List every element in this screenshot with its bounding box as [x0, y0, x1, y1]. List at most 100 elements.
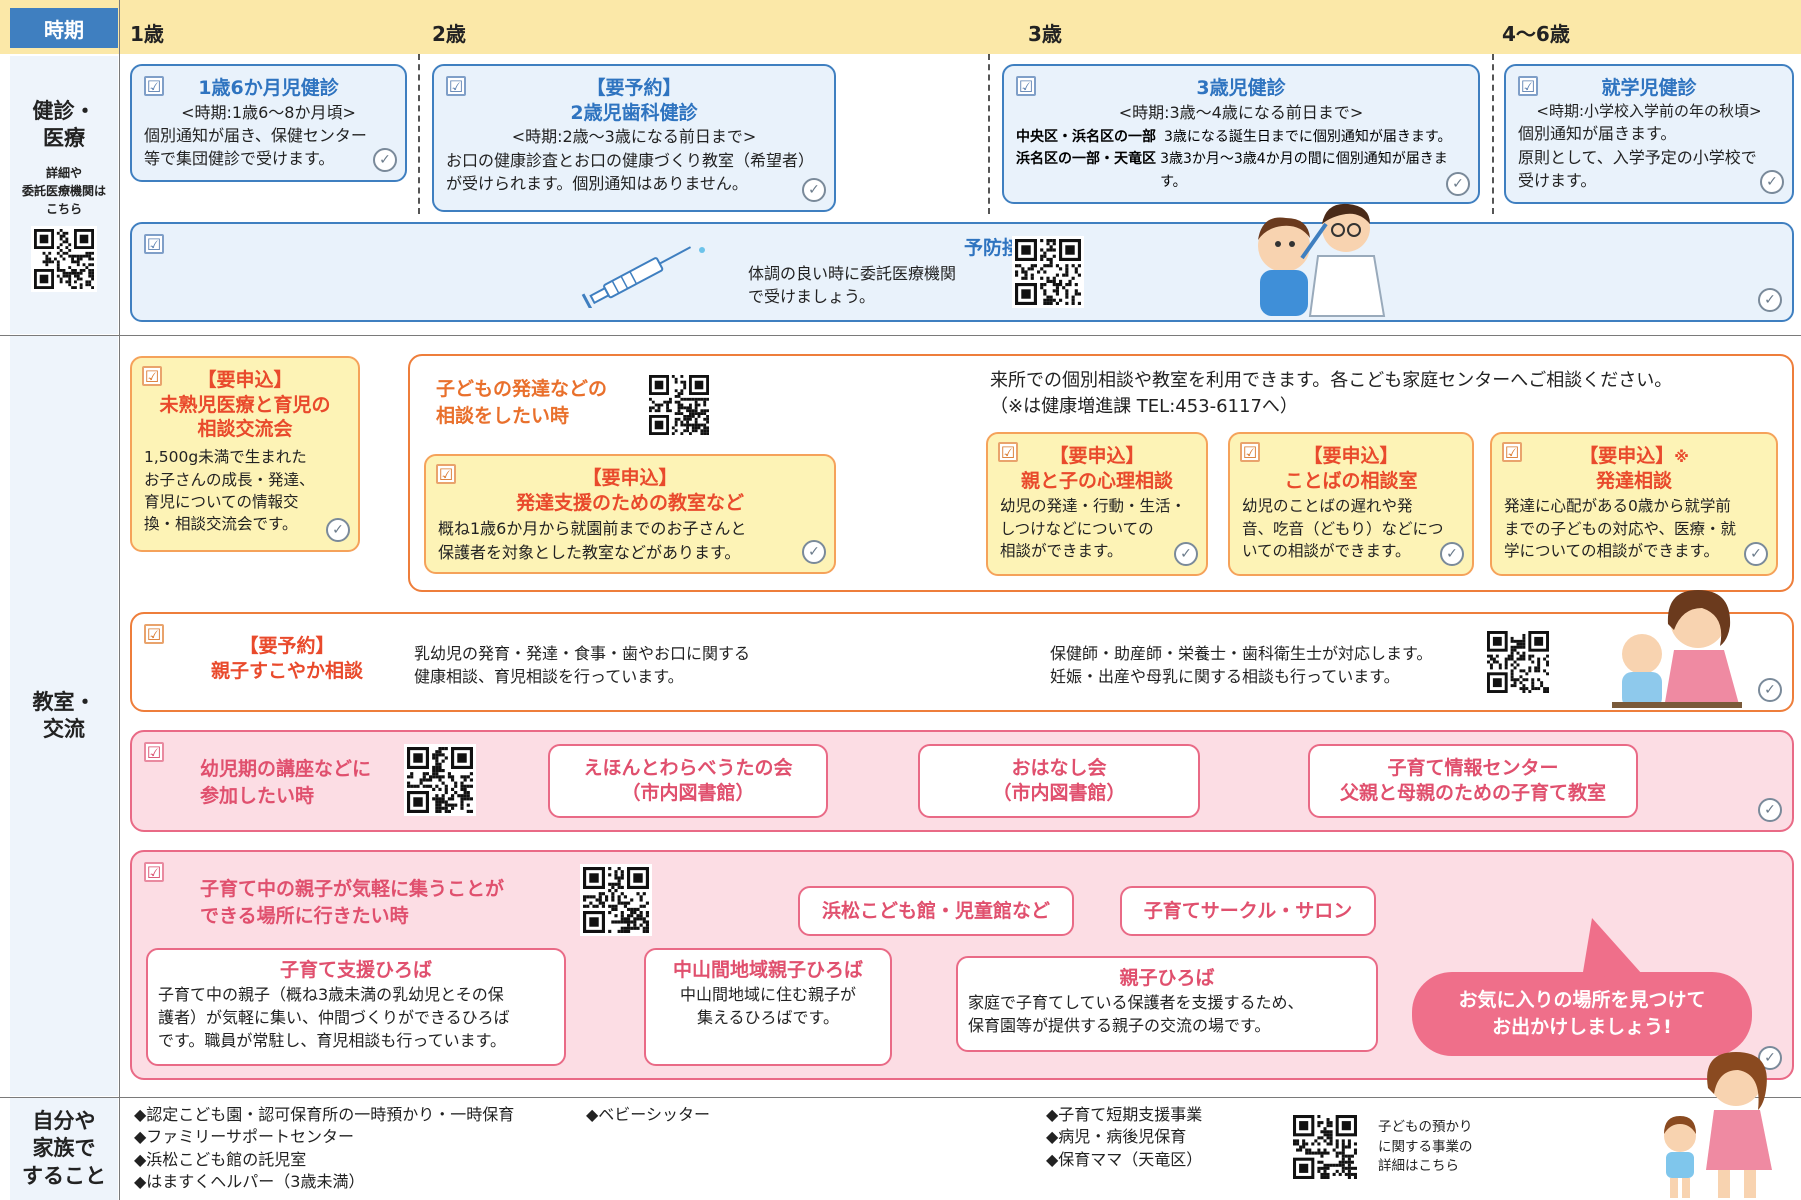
card-text-2: 音、吃音（どもり）などにつ — [1242, 519, 1444, 538]
family-list-1: ◆認定こども園・認可保育所の一時預かり・一時保育 ◆ファミリーサポートセンター … — [134, 1104, 514, 1194]
card-classes-lectures[interactable]: ☑ 幼児期の講座などに 参加したい時 えほんとわらべうたの会 （市内図書館） お… — [130, 730, 1794, 832]
card-text-1: 個別通知が届きます。 — [1518, 124, 1677, 144]
card-text-3: 育児についての情報交 — [144, 493, 299, 511]
qr-code-kenshin[interactable] — [31, 226, 97, 293]
card-3y-checkup[interactable]: ☑ 3歳児健診 <時期:3歳〜4歳になる前日まで> 中央区・浜名区の一部 3歳に… — [1002, 64, 1480, 204]
card-text-3: 相談ができます。 — [1000, 542, 1123, 561]
list-item: ◆子育て短期支援事業 — [1046, 1105, 1203, 1124]
card-text-4: 換・相談交流会です。 — [144, 515, 298, 534]
card-text: 体調の良い時に委託医療機関 で受けましょう。 — [748, 262, 1008, 308]
card-mountain-hiroba[interactable]: 中山間地域親子ひろば 中山間地域に住む親子が 集えるひろばです。 — [644, 948, 892, 1066]
checkbox-icon[interactable]: ☑ — [436, 464, 456, 484]
check-circle-icon[interactable]: ✓ — [802, 540, 826, 564]
card-text-2: までの子どもの対応や、医療・就 — [1504, 519, 1737, 538]
check-circle-icon[interactable]: ✓ — [1174, 542, 1198, 566]
card-text-2: 護者）が気軽に集い、仲間づくりができるひろば — [158, 1007, 510, 1027]
check-circle-icon[interactable]: ✓ — [1440, 542, 1464, 566]
card-speech-consultation[interactable]: ☑ 【要申込】 ことばの相談室 幼児のことばの遅れや発 音、吃音（どもり）などに… — [1228, 432, 1474, 576]
checkbox-icon[interactable]: ☑ — [998, 442, 1018, 462]
check-circle-icon[interactable]: ✓ — [1744, 542, 1768, 566]
checkbox-icon[interactable]: ☑ — [1518, 76, 1538, 96]
check-circle-icon[interactable]: ✓ — [373, 148, 397, 172]
dev-header-1: 子どもの発達などの — [436, 378, 608, 400]
parenting-info-center-1: 子育て情報センター — [1387, 757, 1559, 780]
mother-baby-illustration — [1612, 590, 1742, 708]
qr-code-icon — [583, 867, 649, 933]
card-development-consultation[interactable]: ☑ 【要申込】※ 発達相談 発達に心配がある0歳から就学前 までの子どもの対応や… — [1490, 432, 1778, 576]
card-parent-child-health[interactable]: ☑ 【要予約】 親子すこやか相談 乳幼児の発育・発達・食事・歯やお口に関する 健… — [130, 590, 1794, 712]
checkbox-icon[interactable]: ☑ — [1502, 442, 1522, 462]
card-text-3: いての相談ができます。 — [1242, 542, 1411, 561]
checkbox-icon[interactable]: ☑ — [144, 76, 164, 96]
kenshin-line2: 医療 — [43, 126, 85, 150]
picturebook-session[interactable]: えほんとわらべうたの会 （市内図書館） — [548, 744, 828, 818]
card-title-1: 未熟児医療と育児の — [159, 393, 331, 416]
qr-code-childcare[interactable] — [1290, 1112, 1360, 1182]
card-oyako-hiroba[interactable]: 親子ひろば 家庭で子育てしている保護者を支援するため、 保育園等が提供する親子の… — [956, 956, 1378, 1052]
parenting-info-center[interactable]: 子育て情報センター 父親と母親のための子育て教室 — [1308, 744, 1638, 818]
qr-code-vaccination[interactable] — [1012, 236, 1084, 308]
check-circle-icon[interactable]: ✓ — [1758, 678, 1782, 702]
card-parent-child-psychology[interactable]: ☑ 【要申込】 親と子の心理相談 幼児の発達・行動・生活・ しつけなどについての… — [986, 432, 1208, 576]
card-premature-infant-exchange[interactable]: ☑ 【要申込】 未熟児医療と育児の 相談交流会 1,500g未満で生まれた お子… — [130, 356, 360, 552]
jibun-line3: すること — [22, 1163, 106, 1188]
age-divider-4 — [1492, 54, 1494, 214]
checkbox-icon[interactable]: ☑ — [446, 76, 466, 96]
card-text-3: 受けます。 — [1518, 170, 1597, 190]
check-circle-icon[interactable]: ✓ — [802, 178, 826, 202]
card-title: ことばの相談室 — [1284, 469, 1418, 492]
dev-note: 来所での個別相談や教室を利用できます。各こども家庭センターへご相談ください。 （… — [990, 368, 1672, 420]
checkbox-icon[interactable]: ☑ — [1240, 442, 1260, 462]
places-header-1: 子育て中の親子が気軽に集うことが — [200, 878, 505, 900]
card-text-1: 体調の良い時に委託医療機関 — [748, 264, 957, 283]
childcare-qr-note-3: 詳細はこちら — [1378, 1158, 1459, 1175]
circle-salon-pill[interactable]: 子育てサークル・サロン — [1120, 886, 1376, 936]
qr-code-icon — [649, 375, 709, 435]
check-circle-icon[interactable]: ✓ — [1446, 172, 1470, 196]
storytelling-session[interactable]: おはなし会 （市内図書館） — [918, 744, 1200, 818]
storytelling-session-2: （市内図書館） — [992, 782, 1126, 804]
card-text-1: 家庭で子育てしている保護者を支援するため、 — [968, 992, 1304, 1012]
kenshin-note-2: 委託医療機関は — [21, 184, 106, 199]
checkbox-icon[interactable]: ☑ — [142, 366, 162, 386]
card-mark: ※ — [1674, 448, 1689, 466]
qr-code-lectures[interactable] — [404, 744, 476, 816]
age-2: 2歳 — [432, 22, 466, 46]
card-support-hiroba[interactable]: 子育て支援ひろば 子育て中の親子（概ね3歳未満の乳幼児とその保 護者）が気軽に集… — [146, 948, 566, 1066]
qr-code-health[interactable] — [1484, 628, 1552, 696]
qr-code-icon — [407, 747, 473, 813]
card-school-checkup[interactable]: ☑ 就学児健診 <時期:小学校入学前の年の秋頃> 個別通知が届きます。 原則とし… — [1504, 64, 1794, 204]
timeline-header — [0, 0, 1801, 54]
checkbox-icon[interactable]: ☑ — [1016, 76, 1036, 96]
card-text-2: 等で集団健診で受けます。 — [144, 149, 335, 169]
check-circle-icon[interactable]: ✓ — [326, 518, 350, 542]
card-text-2: しつけなどについての — [1000, 519, 1154, 538]
checkbox-icon[interactable]: ☑ — [144, 742, 164, 762]
kyoshitsu-line1: 教室・ — [32, 689, 96, 714]
checkbox-icon[interactable]: ☑ — [144, 624, 164, 644]
card-18m-checkup[interactable]: ☑ 1歳6か月児健診 <時期:1歳6〜8か月頃> 個別通知が届き、保健センター … — [130, 64, 407, 182]
checkbox-icon[interactable]: ☑ — [144, 862, 164, 882]
check-circle-icon[interactable]: ✓ — [1758, 288, 1782, 312]
card-text-3: 学についての相談ができます。 — [1504, 542, 1719, 561]
card-title: 親と子の心理相談 — [1020, 469, 1173, 492]
age-divider-2 — [418, 54, 420, 214]
qr-code-places[interactable] — [580, 864, 652, 936]
card-text-3: です。職員が常駐し、育児相談も行っています。 — [158, 1031, 507, 1051]
kodomokan-pill[interactable]: 浜松こども館・児童館など — [798, 886, 1074, 936]
childcare-qr-note-2: に関する事業の — [1378, 1138, 1473, 1155]
card-gathering-places[interactable]: ☑ 子育て中の親子が気軽に集うことが できる場所に行きたい時 浜松こども館・児童… — [130, 850, 1794, 1080]
qr-code-icon — [1015, 239, 1081, 305]
kenshin-note-1: 詳細や — [45, 166, 82, 181]
card-title: 親子ひろば — [1119, 967, 1215, 989]
qr-code-development[interactable] — [646, 372, 712, 438]
card-2y-dental-checkup[interactable]: ☑ 【要予約】 2歳児歯科健診 <時期:2歳〜3歳になる前日まで> お口の健康診… — [432, 64, 836, 212]
card-dev-support-class[interactable]: ☑ 【要申込】 発達支援のための教室など 概ね1歳6か月から就園前までのお子さん… — [424, 454, 836, 574]
card-tag: 【要申込】 — [1049, 445, 1145, 467]
places-header-2: できる場所に行きたい時 — [200, 904, 409, 927]
card-vaccination[interactable]: ☑ 予防接種 体調の良い時に委託医療機関 で受けましょう。 — [130, 203, 1794, 322]
checkbox-icon[interactable]: ☑ — [144, 234, 164, 254]
check-circle-icon[interactable]: ✓ — [1760, 170, 1784, 194]
check-circle-icon[interactable]: ✓ — [1758, 798, 1782, 822]
card-text-1: 中山間地域に住む親子が — [679, 984, 856, 1004]
